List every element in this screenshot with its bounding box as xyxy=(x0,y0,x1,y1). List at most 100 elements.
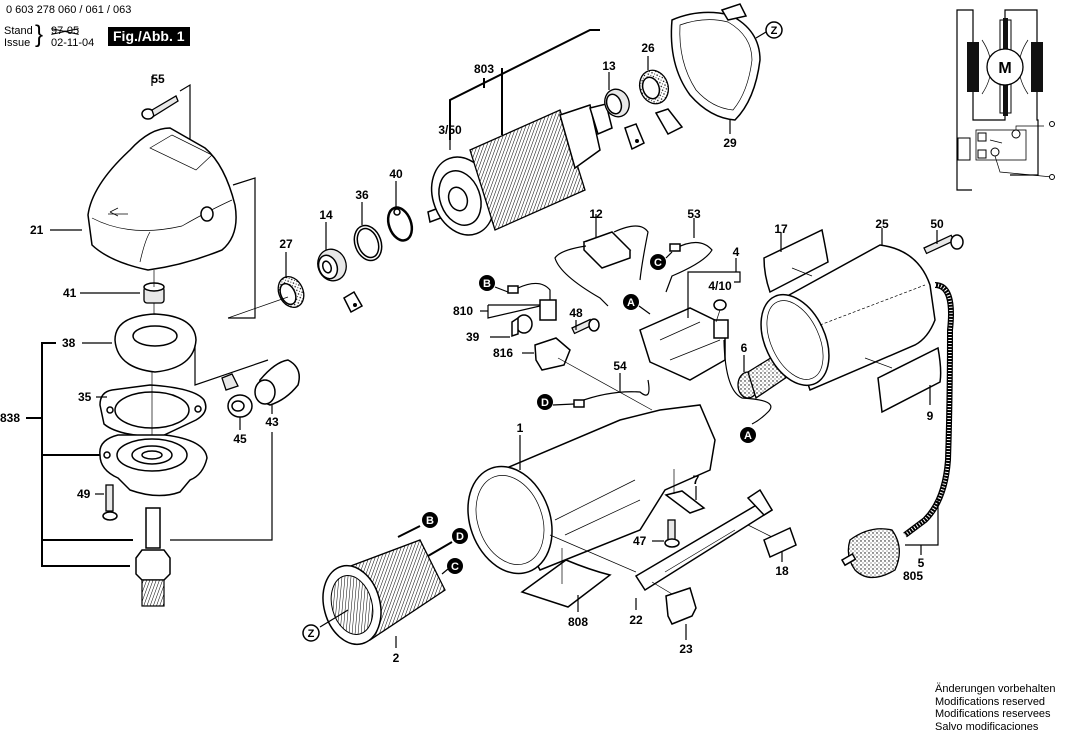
part-1-motor-housing: 1 xyxy=(467,404,716,575)
part-21-gear-housing: 21 xyxy=(30,127,237,271)
part-48-screw: 48 xyxy=(569,306,600,335)
switch-group: 12 53 C 4 4/10 xyxy=(453,207,813,443)
svg-text:C: C xyxy=(451,561,459,573)
label-49: 49 xyxy=(77,487,91,501)
svg-text:A: A xyxy=(627,297,635,309)
label-2: 2 xyxy=(393,651,400,665)
part-18-spring: 18 xyxy=(763,526,797,578)
old-date-struck: 97-05 xyxy=(51,25,80,37)
connector-c-switch: C xyxy=(650,251,673,270)
wiring-diagram: M xyxy=(956,9,1055,191)
issue-dates: 97-05 02-11-04 xyxy=(51,25,94,49)
label-17: 17 xyxy=(774,222,788,236)
label-810: 810 xyxy=(453,304,473,318)
label-54: 54 xyxy=(613,359,627,373)
part-14-bearing: 14 xyxy=(317,208,347,282)
label-4: 4 xyxy=(733,245,740,259)
field-coil-left xyxy=(967,42,979,92)
part-17-label: 17 xyxy=(763,222,829,294)
part-29-bearing-cover: 29 xyxy=(670,3,761,150)
part-22-slide-switch: 22 xyxy=(629,488,774,627)
part-small-clip-3 xyxy=(654,108,684,135)
part-switch xyxy=(639,307,729,381)
label-816: 816 xyxy=(493,346,513,360)
part-9-label: 9 xyxy=(864,346,942,423)
svg-text:A: A xyxy=(744,430,752,442)
notice-es: Salvo modificaciones xyxy=(935,720,1039,733)
part-stator: 2 xyxy=(322,539,446,665)
part-36-washer: 36 xyxy=(353,188,383,262)
connector-d-switch: D xyxy=(537,394,575,410)
label-808: 808 xyxy=(568,615,588,629)
label-39: 39 xyxy=(466,330,480,344)
label-50: 50 xyxy=(930,217,944,231)
figure-badge: Fig./Abb. 1 xyxy=(108,27,190,46)
part-13-bearing: 13 xyxy=(602,59,630,118)
svg-text:D: D xyxy=(456,531,464,543)
part-35-gasket: 35 xyxy=(78,384,207,438)
label-838: 838 xyxy=(0,411,20,425)
label-25: 25 xyxy=(875,217,889,231)
label-14: 14 xyxy=(319,208,333,222)
label-43: 43 xyxy=(265,415,279,429)
part-small-clip-2 xyxy=(624,123,645,151)
svg-text:C: C xyxy=(654,257,662,269)
label-22: 22 xyxy=(629,613,643,627)
label-13: 13 xyxy=(602,59,616,73)
label-45: 45 xyxy=(233,432,247,446)
label-40: 40 xyxy=(389,167,403,181)
part-7-clamp: 7 xyxy=(664,469,706,514)
connector-c-stator: C xyxy=(441,558,463,575)
part-27-ring: 27 xyxy=(277,237,305,309)
connector-b-stator: B xyxy=(397,512,438,538)
part-12-suppressor: 12 xyxy=(554,207,649,307)
part-number-list: 0 603 278 060 / 061 / 063 xyxy=(6,4,132,16)
label-803: 803 xyxy=(474,62,494,76)
part-55-screw: 55 xyxy=(141,72,179,120)
label-9: 9 xyxy=(927,409,934,423)
part-26-ring: 26 xyxy=(638,41,670,105)
issue-date: 02-11-04 xyxy=(51,37,95,49)
notice-fr: Modifications reservees xyxy=(935,708,1051,720)
label-7: 7 xyxy=(693,473,700,487)
armature-group: 27 14 36 40 xyxy=(227,3,761,319)
label-48: 48 xyxy=(569,306,583,320)
motor-symbol xyxy=(986,48,1024,86)
part-41-bushing: 41 xyxy=(63,282,165,304)
svg-text:B: B xyxy=(483,278,491,290)
label-53: 53 xyxy=(687,207,701,221)
slider-group: 7 47 22 23 18 xyxy=(629,469,797,656)
connector-b-switch: B xyxy=(479,275,551,302)
label-26: 26 xyxy=(641,41,655,55)
label-29: 29 xyxy=(723,136,737,150)
label-4-10: 4/10 xyxy=(708,279,732,293)
label-5: 5 xyxy=(918,556,925,570)
label-21: 21 xyxy=(30,223,44,237)
label-3-50: 3/50 xyxy=(438,123,462,137)
motor-label: M xyxy=(998,60,1011,77)
label-1: 1 xyxy=(517,421,524,435)
label-18: 18 xyxy=(775,564,789,578)
part-38-bevel-gear: 38 xyxy=(62,313,197,373)
part-23-knob: 23 xyxy=(665,587,697,656)
bracket-803: 803 3/50 xyxy=(438,29,600,150)
label-36: 36 xyxy=(355,188,369,202)
bracket-838: 838 xyxy=(0,342,133,567)
issue-label: Issue xyxy=(4,37,31,49)
part-49-screw: 49 xyxy=(77,484,118,521)
svg-text:Z: Z xyxy=(308,628,315,640)
notice-en: Modifications reserved xyxy=(935,695,1046,708)
field-coil-right xyxy=(1031,42,1043,92)
stand-issue-labels: Stand Issue xyxy=(4,25,33,49)
motor-housing-group: 17 25 50 9 5 xyxy=(760,217,964,583)
notice-de: Änderungen vorbehalten xyxy=(935,683,1056,695)
svg-text:D: D xyxy=(541,397,549,409)
part-810-capacitor: 810 xyxy=(453,299,557,321)
label-805: 805 xyxy=(903,569,923,583)
part-816-plate: 816 xyxy=(493,337,571,371)
part-50-screw: 50 xyxy=(923,217,964,255)
connector-d-stator: D xyxy=(427,528,468,557)
connector-a-cable: A xyxy=(740,427,756,443)
label-6: 6 xyxy=(741,341,748,355)
